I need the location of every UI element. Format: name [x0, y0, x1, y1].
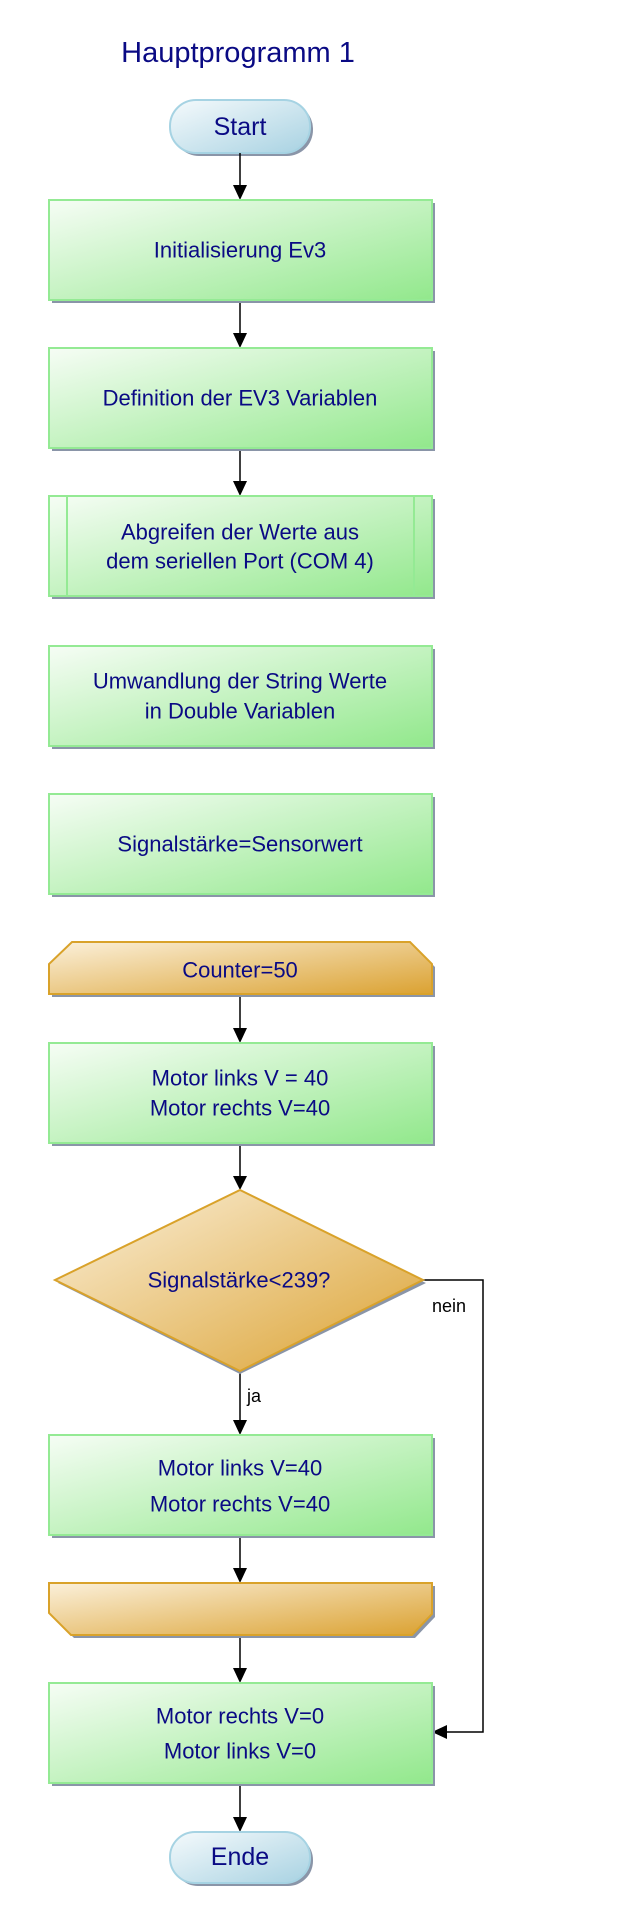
process-signal-label: Signalstärke=Sensorwert	[117, 832, 362, 857]
process-signal[interactable]: Signalstärke=Sensorwert	[48, 793, 435, 897]
process-convert[interactable]: Umwandlung der String Werte in Double Va…	[48, 645, 435, 749]
process-motor-b[interactable]: Motor links V=40 Motor rechts V=40	[48, 1434, 435, 1538]
process-stop-line2: Motor links V=0	[164, 1739, 316, 1764]
page-title: Hauptprogramm 1	[121, 37, 355, 69]
decision-label: Signalstärke<239?	[148, 1268, 331, 1293]
process-motor-b-line1: Motor links V=40	[158, 1456, 322, 1481]
start-label: Start	[214, 113, 267, 141]
loop-start[interactable]: Counter=50	[48, 941, 435, 997]
loop-end[interactable]	[48, 1582, 435, 1638]
connectors	[233, 153, 484, 1832]
process-init-label: Initialisierung Ev3	[154, 238, 326, 263]
process-motor-a[interactable]: Motor links V = 40 Motor rechts V=40	[48, 1042, 435, 1146]
process-motor-b-line2: Motor rechts V=40	[150, 1492, 330, 1517]
loop-start-label: Counter=50	[182, 958, 298, 983]
subprocess-label-line1: Abgreifen der Werte aus	[121, 520, 359, 545]
process-convert-line1: Umwandlung der String Werte	[93, 669, 387, 694]
decision-signal[interactable]: Signalstärke<239?	[52, 1188, 426, 1374]
end-terminal[interactable]: Ende	[169, 1831, 313, 1886]
process-motor-a-line1: Motor links V = 40	[152, 1066, 329, 1091]
process-define[interactable]: Definition der EV3 Variablen	[48, 347, 435, 451]
process-convert-line2: in Double Variablen	[145, 699, 335, 724]
process-stop-line1: Motor rechts V=0	[156, 1704, 324, 1729]
process-init[interactable]: Initialisierung Ev3	[48, 199, 435, 303]
subprocess-read-serial[interactable]: Abgreifen der Werte aus dem seriellen Po…	[48, 495, 435, 599]
subprocess-label-line2: dem seriellen Port (COM 4)	[106, 549, 374, 574]
start-terminal[interactable]: Start	[169, 99, 313, 156]
end-label: Ende	[211, 1843, 269, 1871]
no-branch-label: nein	[432, 1296, 466, 1316]
process-motor-a-line2: Motor rechts V=40	[150, 1096, 330, 1121]
process-stop[interactable]: Motor rechts V=0 Motor links V=0	[48, 1682, 435, 1786]
yes-branch-label: ja	[246, 1386, 262, 1406]
process-define-label: Definition der EV3 Variablen	[103, 386, 378, 411]
